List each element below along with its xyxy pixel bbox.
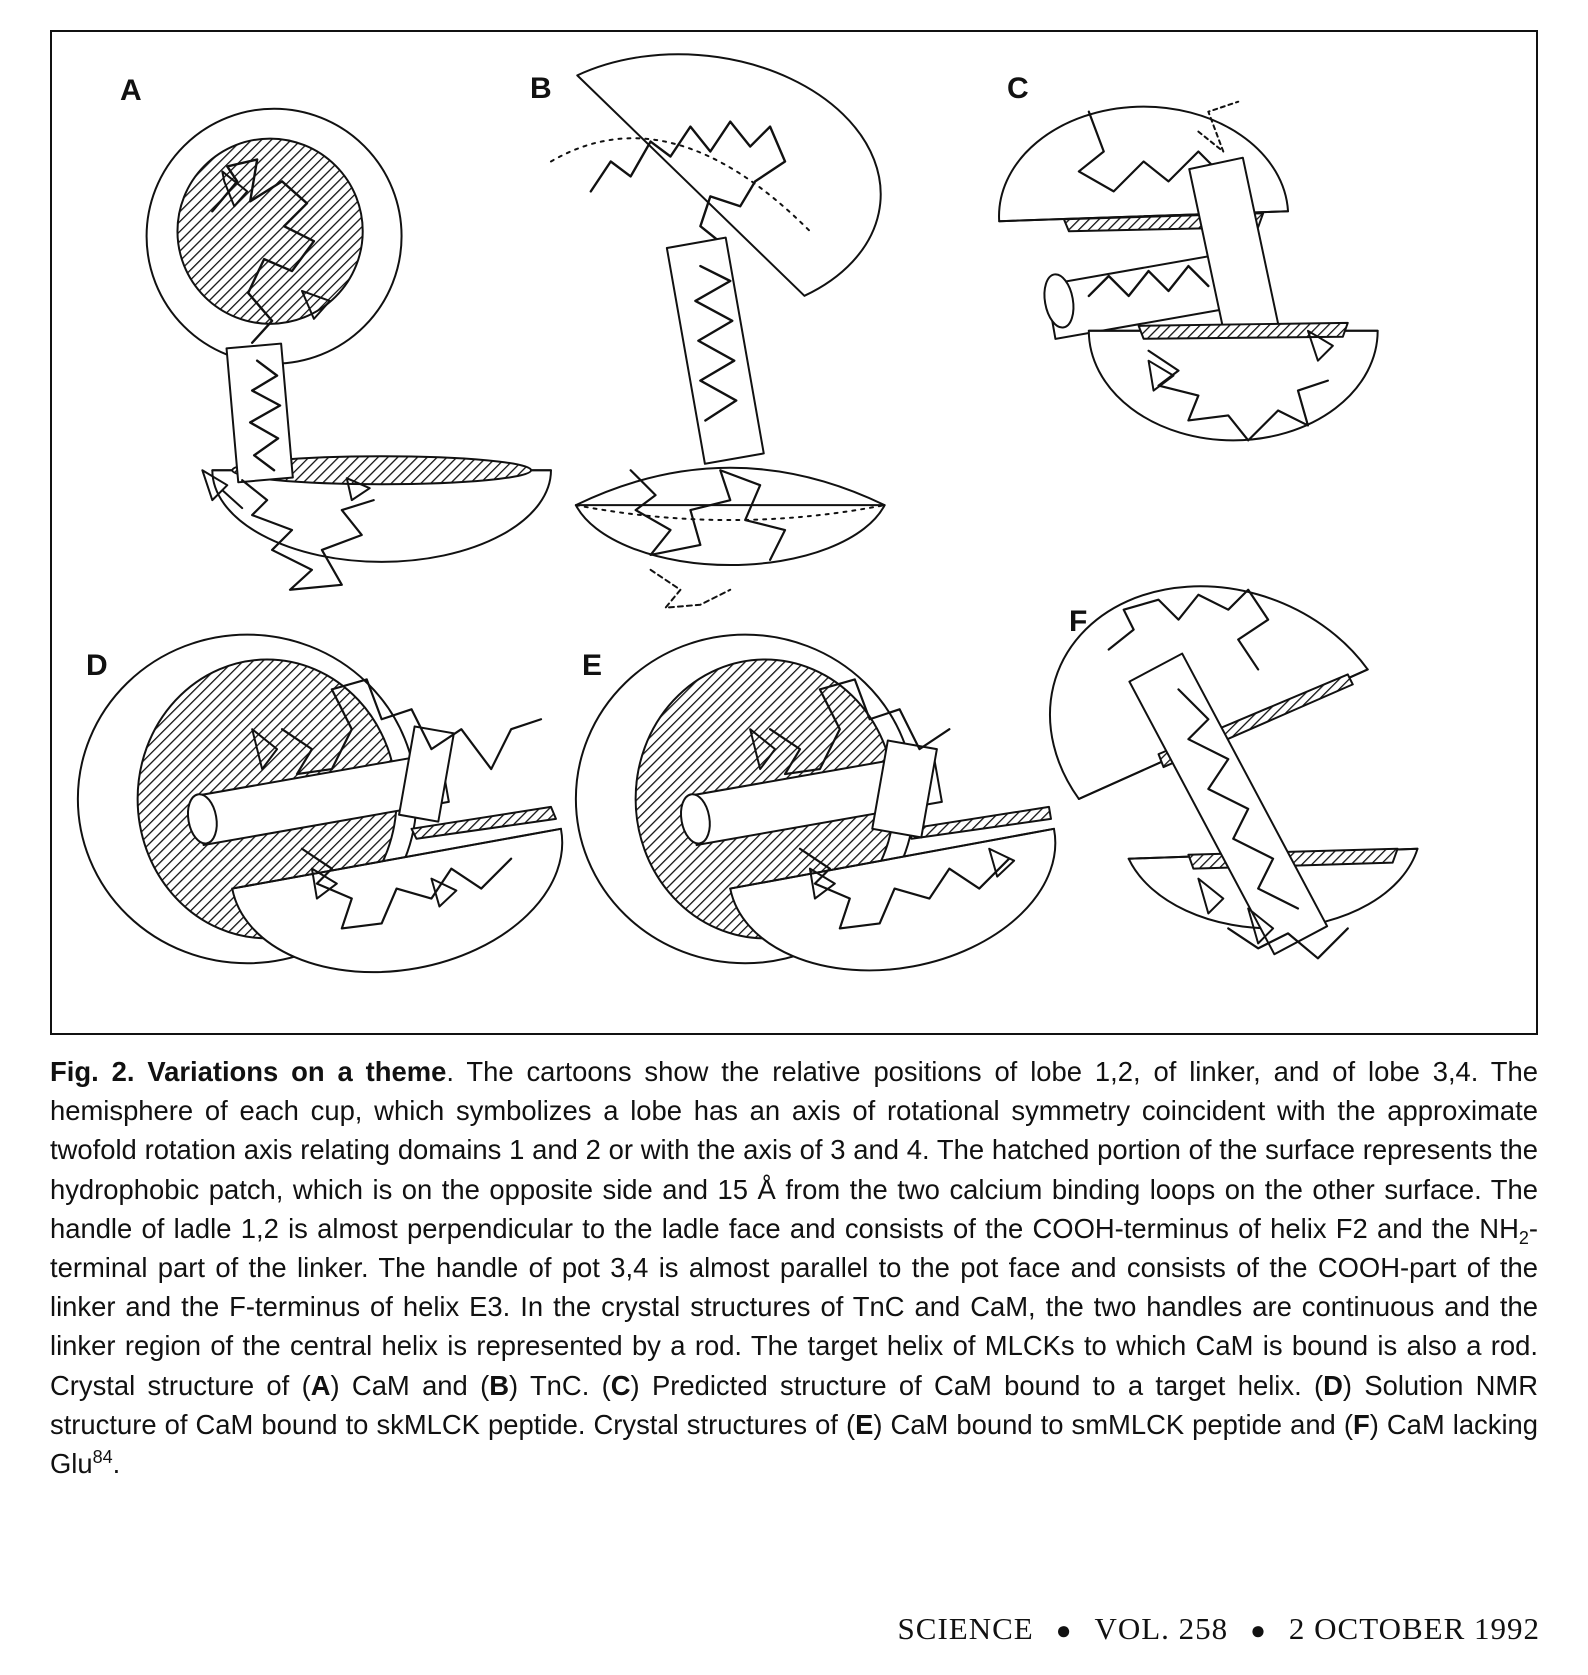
caption-ref-d: D [1323, 1369, 1343, 1401]
caption-superscript: 84 [92, 1447, 113, 1468]
caption-ref-a: A [310, 1369, 331, 1401]
panel-label-a: A [120, 74, 142, 107]
footer-volume: VOL. 258 [1094, 1611, 1229, 1646]
panel-d-cartoon [76, 633, 564, 974]
footer-separator: ● [1250, 1616, 1267, 1645]
panel-b-cartoon [549, 53, 886, 609]
page-footer: SCIENCE ● VOL. 258 ● 2 OCTOBER 1992 [898, 1611, 1540, 1647]
caption-text-3: ) CaM and ( [330, 1369, 490, 1401]
panel-a-cartoon [145, 107, 552, 591]
panel-label-e: E [582, 649, 603, 682]
footer-journal: SCIENCE [897, 1611, 1034, 1646]
panel-e-cartoon [574, 633, 1057, 972]
figure-illustration [76, 53, 1419, 974]
panel-label-d: D [86, 649, 108, 682]
caption-text-6: ) Solution NMR structure of CaM bound to… [50, 1369, 1539, 1440]
caption-ref-f: F [1352, 1408, 1370, 1440]
panel-label-c: C [1007, 72, 1029, 105]
footer-date: 2 OCTOBER 1992 [1288, 1611, 1540, 1646]
caption-ref-c: C [610, 1369, 631, 1401]
caption-text-5: ) Predicted structure of CaM bound to a … [630, 1369, 1324, 1401]
panel-label-b: B [530, 72, 552, 105]
caption-text-1: . The cartoons show the relative positio… [50, 1056, 1539, 1244]
panel-f-cartoon [1048, 585, 1419, 960]
caption-text-2: -terminal part of the linker. The handle… [50, 1212, 1538, 1401]
caption-text-9: . [112, 1448, 121, 1480]
caption-title: Fig. 2. Variations on a theme [50, 1056, 447, 1087]
panel-c-cartoon [998, 100, 1379, 442]
figure-caption: Fig. 2. Variations on a theme. The carto… [50, 1052, 1538, 1483]
caption-ref-e: E [855, 1408, 874, 1440]
caption-text-4: ) TnC. ( [509, 1369, 611, 1401]
caption-text-7: ) CaM bound to smMLCK peptide and ( [873, 1408, 1353, 1440]
caption-ref-b: B [489, 1369, 509, 1401]
panel-label-f: F [1069, 605, 1088, 638]
caption-subscript: 2 [1518, 1227, 1529, 1248]
caption-text-8: ) CaM lacking Glu [50, 1408, 1538, 1480]
figure-frame: A B C D E F [50, 30, 1538, 1035]
footer-separator: ● [1055, 1616, 1073, 1645]
